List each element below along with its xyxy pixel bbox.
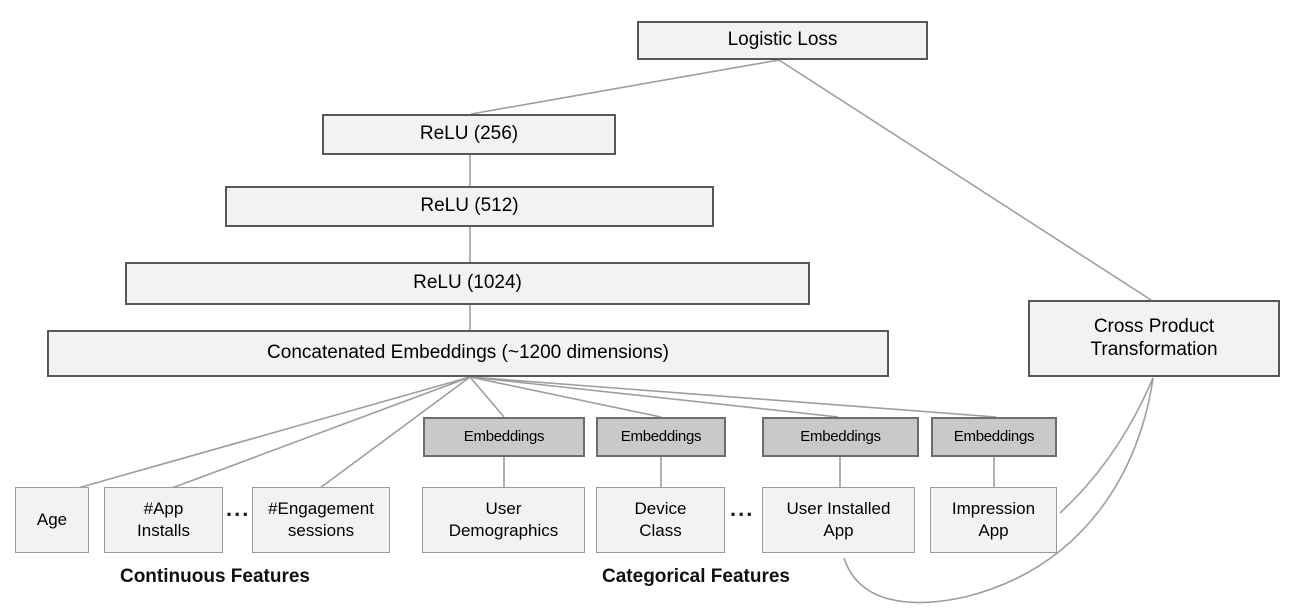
node-relu-256: ReLU (256)	[322, 114, 616, 155]
cross-product-line1: Cross Product	[1093, 315, 1215, 337]
node-embeddings-impression-app: Embeddings	[931, 417, 1057, 457]
node-logistic-loss: Logistic Loss	[637, 21, 928, 60]
node-relu-1024: ReLU (1024)	[125, 262, 810, 305]
feature-user-demographics-line2: Demographics	[448, 521, 559, 540]
edge-cross-product-to-impression-app	[1059, 377, 1154, 514]
label-categorical-features: Categorical Features	[602, 566, 790, 587]
node-embeddings-device-class: Embeddings	[596, 417, 726, 457]
feature-engagement-line1: #Engagement	[268, 499, 374, 518]
embeddings-label: Embeddings	[800, 428, 881, 445]
feature-user-demographics: User Demographics	[422, 487, 585, 553]
node-relu-256-label: ReLU (256)	[419, 123, 519, 145]
feature-user-installed-app-line2: App	[823, 521, 854, 540]
edge-logistic-to-relu256	[470, 59, 780, 115]
node-embeddings-user-installed-app: Embeddings	[762, 417, 919, 457]
edge-concat-to-app-installs	[171, 376, 471, 489]
edge-logistic-to-cross-product	[778, 59, 1152, 301]
feature-user-installed-app: User Installed App	[762, 487, 915, 553]
cross-product-line2: Transformation	[1090, 338, 1218, 360]
feature-device-class-line2: Class	[639, 521, 682, 540]
feature-impression-app-line1: Impression	[951, 499, 1036, 518]
feature-user-demographics-line1: User	[485, 499, 522, 518]
node-cross-product-transformation: Cross Product Transformation	[1028, 300, 1280, 377]
feature-app-installs: #App Installs	[104, 487, 223, 553]
feature-user-installed-app-line1: User Installed	[786, 499, 891, 518]
feature-age: Age	[15, 487, 89, 553]
edge-concat-to-embeddings-3	[469, 376, 839, 418]
ellipsis-categorical: ...	[730, 496, 755, 521]
edge-concat-to-embeddings-4	[469, 376, 997, 418]
feature-app-installs-line1: #App	[143, 499, 184, 518]
feature-engagement-sessions: #Engagement sessions	[252, 487, 390, 553]
embeddings-label: Embeddings	[463, 428, 545, 445]
feature-device-class: Device Class	[596, 487, 725, 553]
ellipsis-continuous: ...	[226, 496, 251, 521]
embeddings-label: Embeddings	[953, 428, 1035, 445]
feature-impression-app-line2: App	[978, 521, 1009, 540]
label-continuous-features: Continuous Features	[119, 566, 310, 587]
edge-cross-product-to-user-installed-app	[843, 377, 1154, 604]
node-concatenated-embeddings: Concatenated Embeddings (~1200 dimension…	[47, 330, 889, 377]
node-relu-1024-label: ReLU (1024)	[413, 272, 522, 294]
node-relu-512-label: ReLU (512)	[420, 195, 519, 217]
node-logistic-loss-label: Logistic Loss	[727, 29, 838, 51]
node-embeddings-user-demographics: Embeddings	[423, 417, 585, 457]
edge-concat-to-embeddings-1	[469, 376, 505, 418]
embeddings-label: Embeddings	[620, 428, 702, 445]
feature-age-label: Age	[36, 510, 68, 529]
node-relu-512: ReLU (512)	[225, 186, 714, 227]
feature-impression-app: Impression App	[930, 487, 1057, 553]
node-concatenated-embeddings-label: Concatenated Embeddings (~1200 dimension…	[267, 342, 669, 364]
edge-concat-to-engagement	[319, 376, 471, 489]
feature-engagement-line2: sessions	[287, 521, 355, 540]
edge-concat-to-embeddings-2	[469, 376, 662, 418]
edge-concat-to-age	[77, 376, 471, 489]
feature-device-class-line1: Device	[634, 499, 687, 518]
feature-app-installs-line2: Installs	[137, 521, 190, 540]
